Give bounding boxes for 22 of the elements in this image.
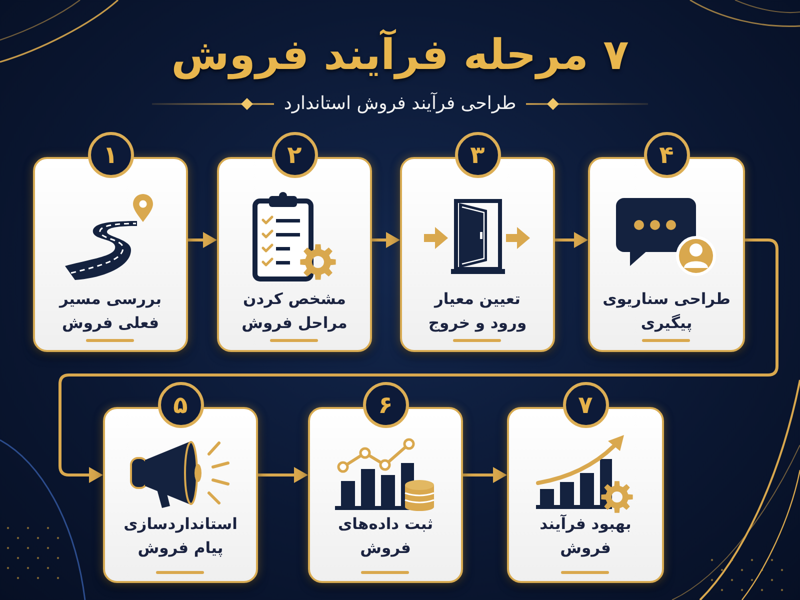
subtitle: طراحی فرآیند فروش استاندارد [284, 91, 516, 116]
number-badge: ۴ [644, 132, 690, 178]
step-label: استانداردسازی پیام فروش [122, 514, 238, 559]
flow-arrow [188, 232, 217, 248]
step-label: مشخص کردن مراحل فروش [240, 289, 348, 334]
number-badge: ۱ [88, 132, 134, 178]
number-badge: ۶ [362, 382, 408, 428]
step-label: طراحی سناریوی پیگیری [602, 289, 732, 334]
flow-arrow [58, 238, 778, 483]
number-badge: ۵ [158, 382, 204, 428]
step-label: تعیین معیار ورود و خروج [427, 289, 528, 334]
flow-arrow [555, 232, 588, 248]
number-badge: ۳ [454, 132, 500, 178]
flow-arrow [372, 232, 400, 248]
step-label: بررسی مسیر فعلی فروش [58, 289, 163, 334]
flow-arrow [258, 467, 308, 483]
title: ۷ مرحله فرآیند فروش [171, 28, 629, 82]
step-label: ثبت داده‌های فروش [336, 514, 434, 559]
step-label: بهبود فرآیند فروش [538, 513, 632, 559]
number-badge: ۲ [272, 132, 318, 178]
number-badge: ۷ [562, 382, 608, 428]
flow-arrow [463, 467, 507, 483]
